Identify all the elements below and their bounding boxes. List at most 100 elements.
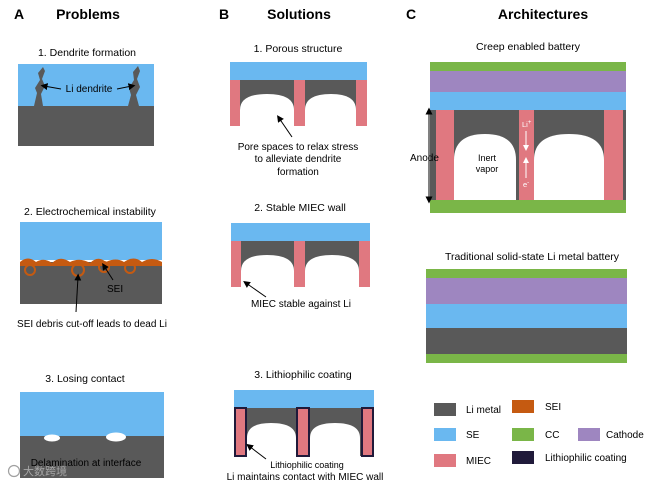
b3-se-layer [234, 390, 374, 408]
legend-swatch-cathode [578, 428, 600, 441]
b2-miec-diagram [231, 223, 370, 298]
a2-se-layer [20, 222, 162, 260]
c-creep-miec-wall [436, 110, 454, 200]
b2-pore [305, 255, 359, 287]
c-creep-cc-bottom [430, 200, 626, 213]
legend-swatch-li-metal [434, 403, 456, 416]
c-creep-pore [534, 134, 604, 200]
a3-se-layer [20, 392, 164, 436]
watermark-text: 大数跨境 [23, 464, 67, 478]
panel-b-letter: B [219, 6, 229, 22]
b3-note-line: Li maintains contact with MIEC wall [227, 472, 384, 483]
c-li-ion-label: Li+ [522, 120, 532, 129]
panel-a-title: Problems [56, 6, 120, 22]
a3-heading: 3. Losing contact [45, 373, 124, 385]
c-creep-cc-top [430, 62, 626, 71]
c-inert-line1: Inert [478, 153, 497, 163]
b3-heading: 3. Lithiophilic coating [254, 369, 352, 381]
b3-coating-diagram [234, 390, 374, 460]
b1-miec-wall [356, 80, 367, 126]
a3-void [106, 432, 126, 442]
b2-heading: 2. Stable MIEC wall [254, 202, 346, 214]
panel-a-letter: A [14, 6, 24, 22]
a2-sei-arrow [102, 263, 114, 281]
c-trad-cc-top [426, 269, 627, 278]
legend-swatch-se [434, 428, 456, 441]
a1-dendrite-diagram: Li dendrite [18, 64, 154, 146]
b1-se-layer [230, 62, 367, 80]
watermark: 大数跨境 [7, 464, 67, 478]
c-creep-miec-wall [604, 110, 623, 200]
a2-sei-debris [98, 261, 110, 273]
a3-label: Delamination at interface [31, 458, 142, 469]
a2-heading: 2. Electrochemical instability [24, 206, 157, 218]
b2-miec-wall [294, 241, 305, 287]
b3-coated-miec-wall [234, 407, 247, 457]
a1-heading: 1. Dendrite formation [38, 47, 136, 59]
legend-swatch-cc [512, 428, 534, 441]
b3-coated-miec-wall [296, 407, 310, 457]
c-anode-label: Anode [410, 153, 439, 164]
b3-pore [310, 423, 360, 456]
legend-label-sei: SEI [545, 402, 561, 413]
legend-label-cc: CC [545, 430, 559, 441]
a1-dendrite-label: Li dendrite [66, 84, 113, 95]
c-electron-sup: - [527, 180, 529, 186]
a2-sei-label: SEI [107, 284, 123, 295]
panel-c-letter: C [406, 6, 416, 22]
legend-label-li-metal: Li metal [466, 405, 501, 416]
legend-swatch-coating [512, 451, 534, 464]
c-traditional-title: Traditional solid-state Li metal battery [445, 251, 620, 263]
a2-sei-debris [24, 264, 36, 276]
watermark-logo-icon [7, 464, 21, 478]
a1-dendrite-left [34, 67, 45, 106]
c-li-ion-sup: + [528, 120, 532, 126]
b3-arrow [246, 443, 267, 460]
a1-arrow-right [116, 83, 136, 91]
a2-debris-arrow [74, 273, 82, 313]
a3-li-metal-layer [20, 436, 164, 478]
b2-arrow [243, 280, 267, 298]
legend-swatch-miec [434, 454, 456, 467]
c-trad-cathode [426, 278, 627, 304]
legend-label-miec: MIEC [466, 456, 491, 467]
b1-miec-wall [230, 80, 240, 126]
a3-delamination-diagram: Delamination at interface [20, 392, 164, 478]
b2-se-layer [231, 223, 370, 241]
c-creep-battery [425, 62, 626, 213]
legend-label-cathode: Cathode [606, 430, 644, 441]
legend-swatch-sei [512, 400, 534, 413]
a1-arrow-left [40, 83, 62, 91]
c-inert-line2: vapor [476, 164, 499, 174]
a2-sei-diagram: SEI [20, 222, 162, 313]
b1-miec-wall [294, 80, 305, 126]
b1-note-line: to alleviate dendrite [255, 154, 342, 165]
b2-miec-wall [231, 241, 241, 287]
c-creep-se [430, 92, 626, 110]
panel-c-title: Architectures [498, 6, 588, 22]
c-trad-se [426, 304, 627, 328]
a2-sei-debris [124, 262, 136, 274]
a2-note: SEI debris cut-off leads to dead Li [17, 319, 167, 330]
b1-pore [305, 94, 356, 126]
b1-porous-diagram [230, 62, 367, 138]
a1-li-metal-layer [18, 106, 154, 146]
c-li-ion-text: Li [522, 120, 528, 129]
a3-void [44, 434, 60, 442]
legend-label-coating: Lithiophilic coating [545, 453, 627, 464]
c-creep-title: Creep enabled battery [476, 41, 581, 53]
b1-heading: 1. Porous structure [254, 43, 343, 55]
a2-li-metal-layer [20, 262, 162, 304]
c-creep-cathode [430, 71, 626, 92]
c-trad-li-metal [426, 328, 627, 354]
c-electron-text: e [523, 180, 527, 189]
c-traditional-battery [426, 269, 627, 363]
c-trad-cc-bottom [426, 354, 627, 363]
b1-note-line: Pore spaces to relax stress [238, 142, 359, 153]
b2-pore [241, 255, 294, 287]
c-creep-pore [454, 134, 516, 200]
b2-miec-wall [359, 241, 370, 287]
b1-arrow [277, 115, 293, 138]
b1-note-line: formation [277, 167, 319, 178]
